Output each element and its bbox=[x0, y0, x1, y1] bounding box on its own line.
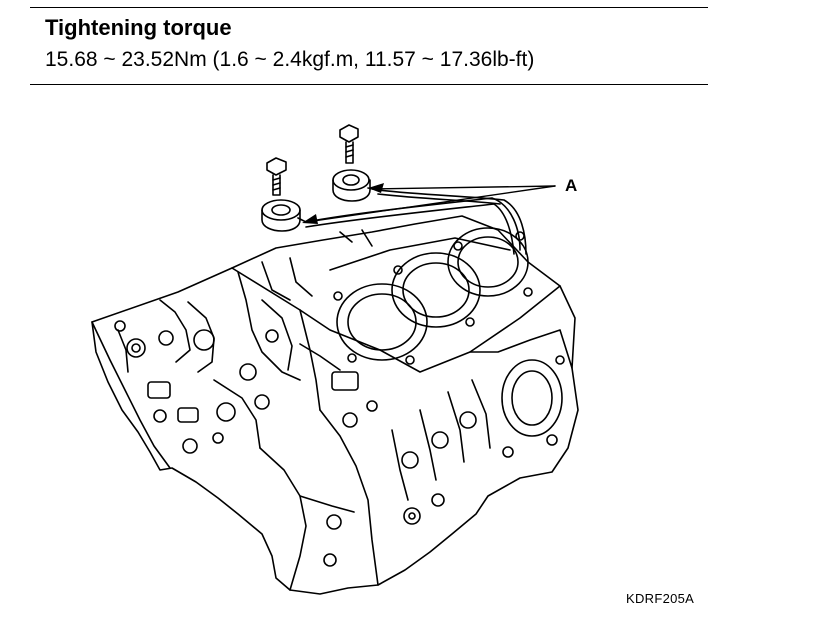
bottom-rule bbox=[30, 84, 708, 85]
engine-block-drawing-icon bbox=[91, 215, 579, 595]
torque-spec: 15.68 ~ 23.52Nm (1.6 ~ 2.4kgf.m, 11.57 ~… bbox=[45, 48, 535, 71]
bolt-icon bbox=[266, 157, 287, 196]
spec-title: Tightening torque bbox=[45, 15, 232, 40]
knock-sensor-icon bbox=[332, 169, 379, 202]
knock-sensor-icon bbox=[261, 199, 307, 232]
top-rule bbox=[30, 7, 708, 8]
callout-label-a: A bbox=[565, 176, 578, 195]
callout-leaders bbox=[305, 185, 556, 223]
bolt-icon bbox=[339, 124, 359, 164]
figure-code: KDRF205A bbox=[626, 591, 695, 606]
